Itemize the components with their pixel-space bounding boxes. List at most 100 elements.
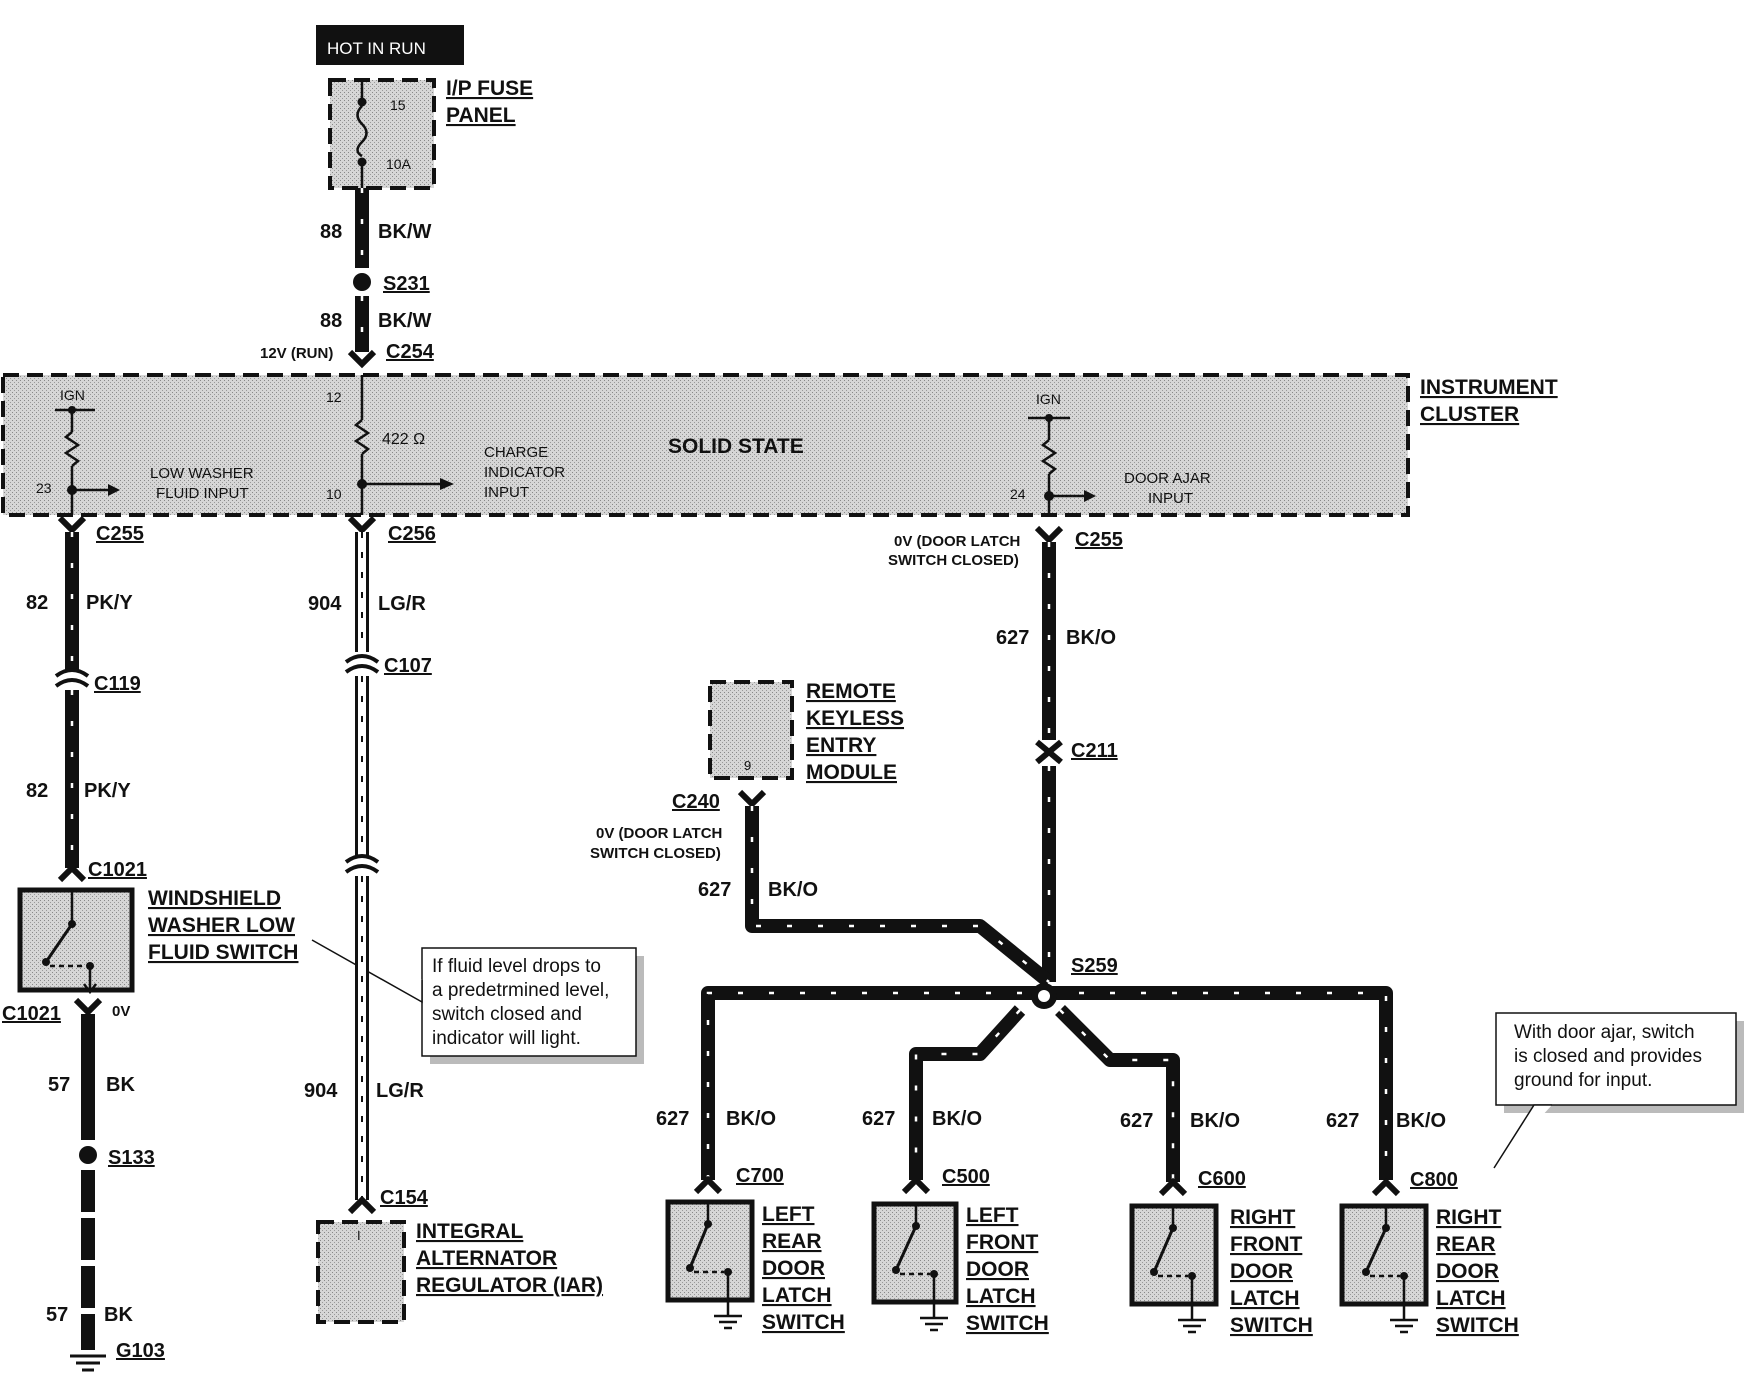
- svg-text:indicator will light.: indicator will light.: [432, 1028, 581, 1049]
- svg-text:LATCH: LATCH: [1230, 1287, 1300, 1310]
- svg-text:BK/O: BK/O: [1066, 627, 1116, 649]
- svg-text:PK/Y: PK/Y: [86, 592, 133, 614]
- svg-text:23: 23: [36, 480, 52, 496]
- svg-text:SWITCH CLOSED): SWITCH CLOSED): [888, 552, 1019, 569]
- svg-text:MODULE: MODULE: [806, 761, 897, 784]
- connector-c211: C211: [1071, 740, 1118, 762]
- resistor-422-icon: [353, 419, 371, 455]
- connector-c211-icon: [1035, 739, 1063, 765]
- splice-s231: S231: [383, 273, 430, 295]
- svg-text:904: 904: [304, 1080, 338, 1102]
- svg-text:0V: 0V: [112, 1003, 130, 1020]
- svg-text:627: 627: [1120, 1110, 1153, 1132]
- connector-c700: C700: [736, 1165, 784, 1187]
- svg-text:REGULATOR (IAR): REGULATOR (IAR): [416, 1274, 603, 1297]
- svg-text:LG/R: LG/R: [378, 593, 426, 615]
- svg-text:422 Ω: 422 Ω: [382, 431, 425, 448]
- svg-text:LG/R: LG/R: [376, 1080, 424, 1102]
- left-rear-switch-box: [665, 1199, 755, 1303]
- connector-c240: C240: [672, 791, 720, 813]
- svg-text:INPUT: INPUT: [484, 484, 529, 501]
- svg-text:switch closed and: switch closed and: [432, 1004, 582, 1025]
- ground-g103: G103: [116, 1340, 165, 1362]
- ip-fuse-panel: 15 10A I/P FUSE PANEL: [328, 77, 533, 190]
- resistor-right-icon: [1040, 439, 1058, 475]
- latch-switch-blade-icon: [688, 1223, 710, 1269]
- fuse-panel-box: [328, 78, 436, 190]
- svg-text:SWITCH: SWITCH: [762, 1311, 845, 1334]
- ground-icon: [920, 1316, 948, 1332]
- svg-text:RIGHT: RIGHT: [1230, 1206, 1296, 1229]
- svg-text:82: 82: [26, 592, 48, 614]
- svg-text:12V (RUN): 12V (RUN): [260, 345, 333, 362]
- svg-text:BK/O: BK/O: [726, 1108, 776, 1130]
- ground-icon: [1178, 1318, 1206, 1334]
- ground-icon: [714, 1314, 742, 1330]
- connector-c254-icon: [347, 349, 377, 369]
- door-ajar-callout: With door ajar, switch is closed and pro…: [1493, 1012, 1744, 1169]
- svg-text:LOW WASHER: LOW WASHER: [150, 465, 254, 482]
- svg-text:SWITCH: SWITCH: [1436, 1314, 1519, 1337]
- svg-text:BK/W: BK/W: [378, 221, 431, 243]
- svg-text:INPUT: INPUT: [1148, 490, 1193, 507]
- resistor-left-icon: [63, 431, 81, 467]
- ground-icon: [1390, 1318, 1418, 1334]
- ground-g103-icon: [70, 1354, 106, 1372]
- connector-c1021-top: C1021: [88, 859, 147, 881]
- splice-s133: S133: [108, 1147, 155, 1169]
- svg-text:PK/Y: PK/Y: [84, 780, 131, 802]
- right-rear-door-latch-switch: C800 RIGHT REAR DOOR LATCH SWITCH: [1339, 1169, 1519, 1337]
- fuse-panel-title-1: I/P FUSE: [446, 77, 533, 100]
- fuse-number: 15: [390, 97, 406, 113]
- fuse-amperage: 10A: [386, 156, 412, 172]
- connector-c254: C254: [386, 341, 435, 363]
- svg-text:88: 88: [320, 221, 342, 243]
- svg-text:CHARGE: CHARGE: [484, 444, 548, 461]
- svg-text:DOOR: DOOR: [762, 1257, 825, 1280]
- connector-c255-left-icon: [57, 515, 87, 535]
- remote-keyless-entry-box: [708, 680, 794, 780]
- svg-text:DOOR: DOOR: [966, 1258, 1029, 1281]
- svg-text:LEFT: LEFT: [762, 1203, 815, 1226]
- svg-text:627: 627: [698, 879, 731, 901]
- splice-s259: S259: [1071, 955, 1118, 977]
- svg-text:57: 57: [48, 1074, 70, 1096]
- hot-in-run-tag: HOT IN RUN: [316, 25, 464, 65]
- connector-c255-right: C255: [1075, 529, 1123, 551]
- svg-text:ALTERNATOR: ALTERNATOR: [416, 1247, 557, 1270]
- left-rear-door-latch-switch: C700 LEFT REAR DOOR LATCH SWITCH: [665, 1165, 845, 1334]
- svg-text:WASHER LOW: WASHER LOW: [148, 914, 295, 937]
- svg-text:SWITCH: SWITCH: [966, 1312, 1049, 1335]
- connector-c600: C600: [1198, 1168, 1246, 1190]
- splice-s231-dot: [353, 273, 371, 291]
- svg-text:627: 627: [996, 627, 1029, 649]
- connector-c119-icon: [54, 668, 90, 688]
- cluster-title-1: INSTRUMENT: [1420, 376, 1558, 399]
- connector-c1021-bottom: C1021: [2, 1003, 61, 1025]
- svg-text:LEFT: LEFT: [966, 1204, 1019, 1227]
- svg-text:BK/W: BK/W: [378, 310, 431, 332]
- door-ajar-circuit: C255 0V (DOOR LATCH SWITCH CLOSED) 627 B…: [590, 525, 1446, 1182]
- svg-text:SWITCH CLOSED): SWITCH CLOSED): [590, 845, 721, 862]
- svg-text:FRONT: FRONT: [966, 1231, 1038, 1254]
- connector-c500: C500: [942, 1166, 990, 1188]
- instrument-cluster-box: [1, 373, 1410, 517]
- svg-text:BK: BK: [106, 1074, 135, 1096]
- svg-text:DOOR: DOOR: [1436, 1260, 1499, 1283]
- svg-text:BK/O: BK/O: [1396, 1110, 1446, 1132]
- svg-text:9: 9: [744, 758, 751, 773]
- svg-text:IGN: IGN: [60, 387, 85, 403]
- solid-state-label: SOLID STATE: [668, 435, 804, 458]
- fuse-panel-title-2: PANEL: [446, 104, 516, 127]
- svg-text:LATCH: LATCH: [1436, 1287, 1506, 1310]
- connector-c154: C154: [380, 1187, 429, 1209]
- svg-text:REAR: REAR: [762, 1230, 822, 1253]
- svg-text:BK/O: BK/O: [932, 1108, 982, 1130]
- svg-text:SWITCH: SWITCH: [1230, 1314, 1313, 1337]
- svg-text:LATCH: LATCH: [966, 1285, 1036, 1308]
- svg-text:a predetrmined level,: a predetrmined level,: [432, 980, 609, 1001]
- svg-text:WINDSHIELD: WINDSHIELD: [148, 887, 281, 910]
- svg-text:82: 82: [26, 780, 48, 802]
- svg-text:is closed and provides: is closed and provides: [1514, 1046, 1702, 1067]
